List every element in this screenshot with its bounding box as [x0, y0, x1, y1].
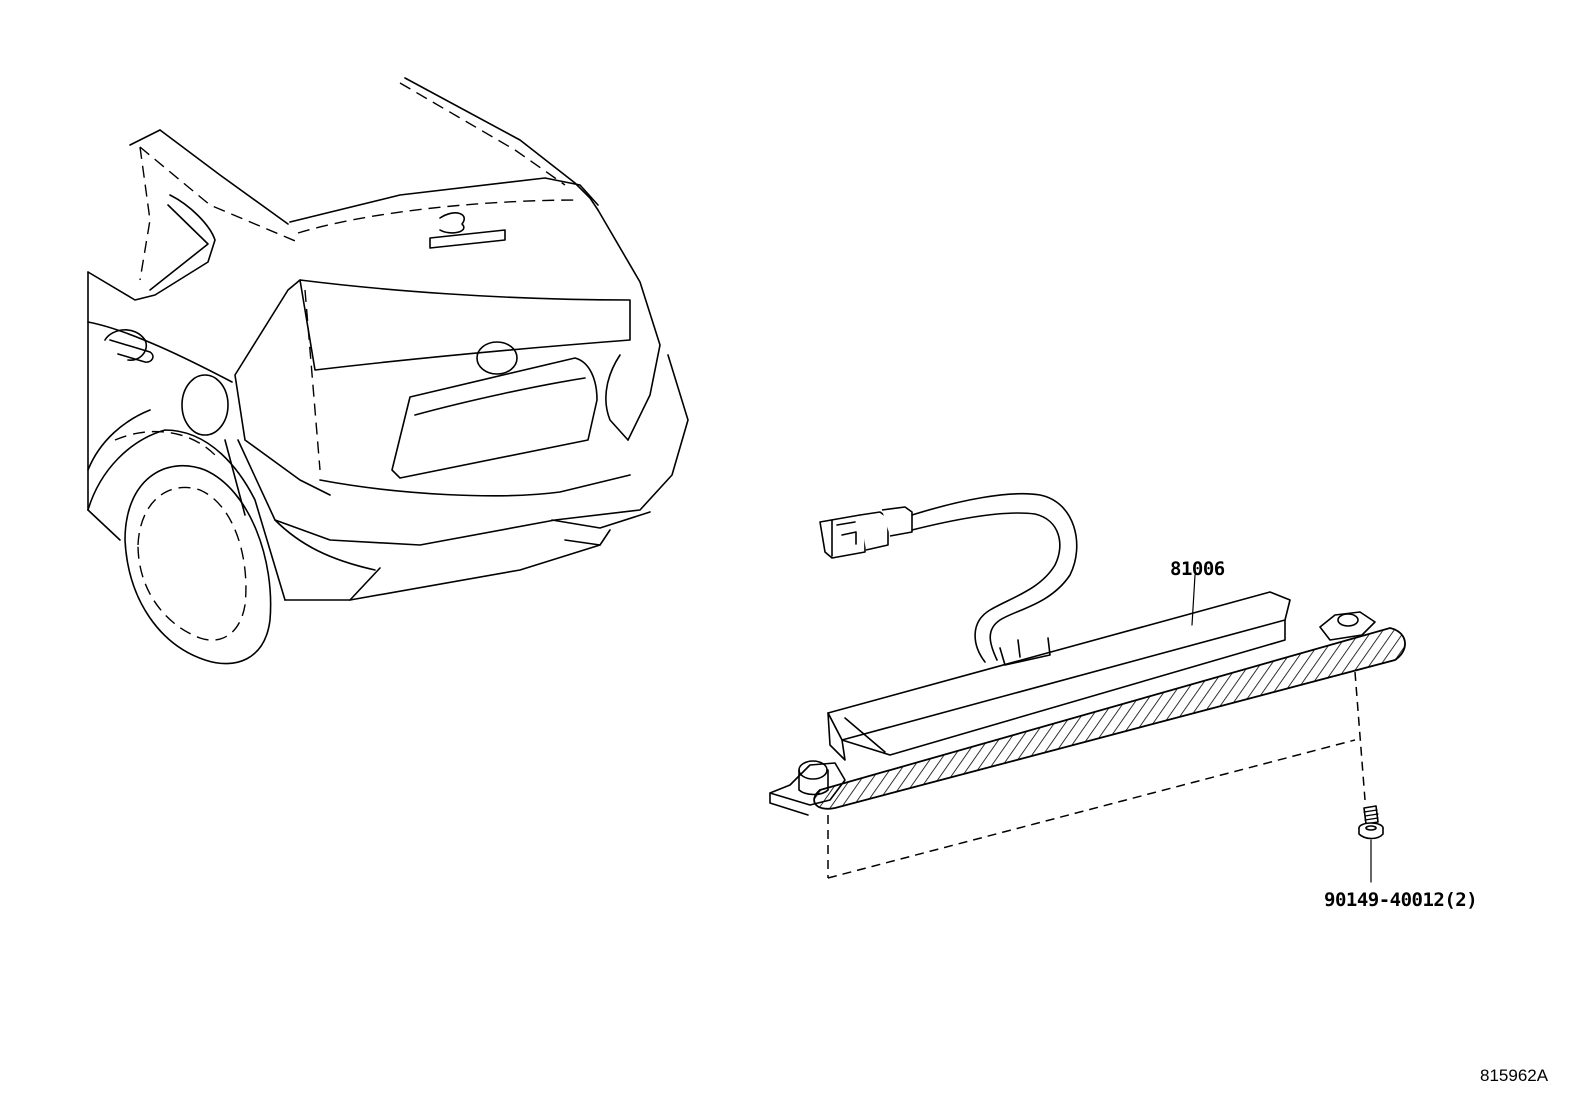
vehicle-rear-illustration [87, 77, 689, 665]
illustration-code: 815962A [1480, 1066, 1549, 1085]
stop-lamp-assembly [769, 492, 1406, 879]
part-number-label-lamp: 81006 [1170, 558, 1225, 580]
wire-connector [819, 506, 913, 559]
screw-illustration [1358, 805, 1384, 883]
part-number-label-screw: 90149-40012(2) [1324, 889, 1477, 911]
